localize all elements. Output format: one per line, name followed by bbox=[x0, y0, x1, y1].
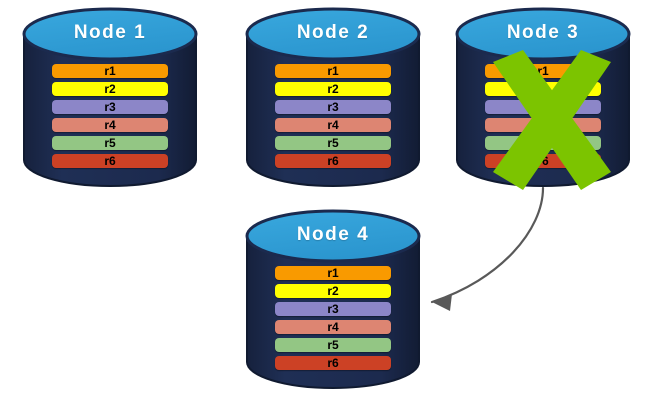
node-3-rows: r1 r2 r3 r4 r5 r6 bbox=[455, 64, 631, 168]
node-4-rows: r1 r2 r3 r4 r5 r6 bbox=[245, 266, 421, 370]
row-bar-r2: r2 bbox=[275, 284, 391, 298]
row-bar-r2: r2 bbox=[275, 82, 391, 96]
row-bar-r1: r1 bbox=[275, 266, 391, 280]
node-1-rows: r1 r2 r3 r4 r5 r6 bbox=[22, 64, 198, 168]
row-bar-r3: r3 bbox=[52, 100, 168, 114]
failover-arrow-line bbox=[430, 186, 545, 304]
row-bar-r5: r5 bbox=[275, 338, 391, 352]
row-bar-r5: r5 bbox=[275, 136, 391, 150]
row-bar-r4: r4 bbox=[485, 118, 601, 132]
row-bar-r4: r4 bbox=[275, 320, 391, 334]
row-bar-r5: r5 bbox=[52, 136, 168, 150]
row-bar-r3: r3 bbox=[275, 100, 391, 114]
row-bar-r5: r5 bbox=[485, 136, 601, 150]
row-bar-r6: r6 bbox=[275, 356, 391, 370]
failover-arrow-head bbox=[432, 294, 452, 311]
row-bar-r2: r2 bbox=[485, 82, 601, 96]
node-2-rows: r1 r2 r3 r4 r5 r6 bbox=[245, 64, 421, 168]
row-bar-r4: r4 bbox=[52, 118, 168, 132]
row-bar-r1: r1 bbox=[52, 64, 168, 78]
row-bar-r3: r3 bbox=[485, 100, 601, 114]
row-bar-r2: r2 bbox=[52, 82, 168, 96]
row-bar-r6: r6 bbox=[485, 154, 601, 168]
row-bar-r6: r6 bbox=[52, 154, 168, 168]
row-bar-r1: r1 bbox=[485, 64, 601, 78]
row-bar-r6: r6 bbox=[275, 154, 391, 168]
row-bar-r3: r3 bbox=[275, 302, 391, 316]
row-bar-r4: r4 bbox=[275, 118, 391, 132]
row-bar-r1: r1 bbox=[275, 64, 391, 78]
